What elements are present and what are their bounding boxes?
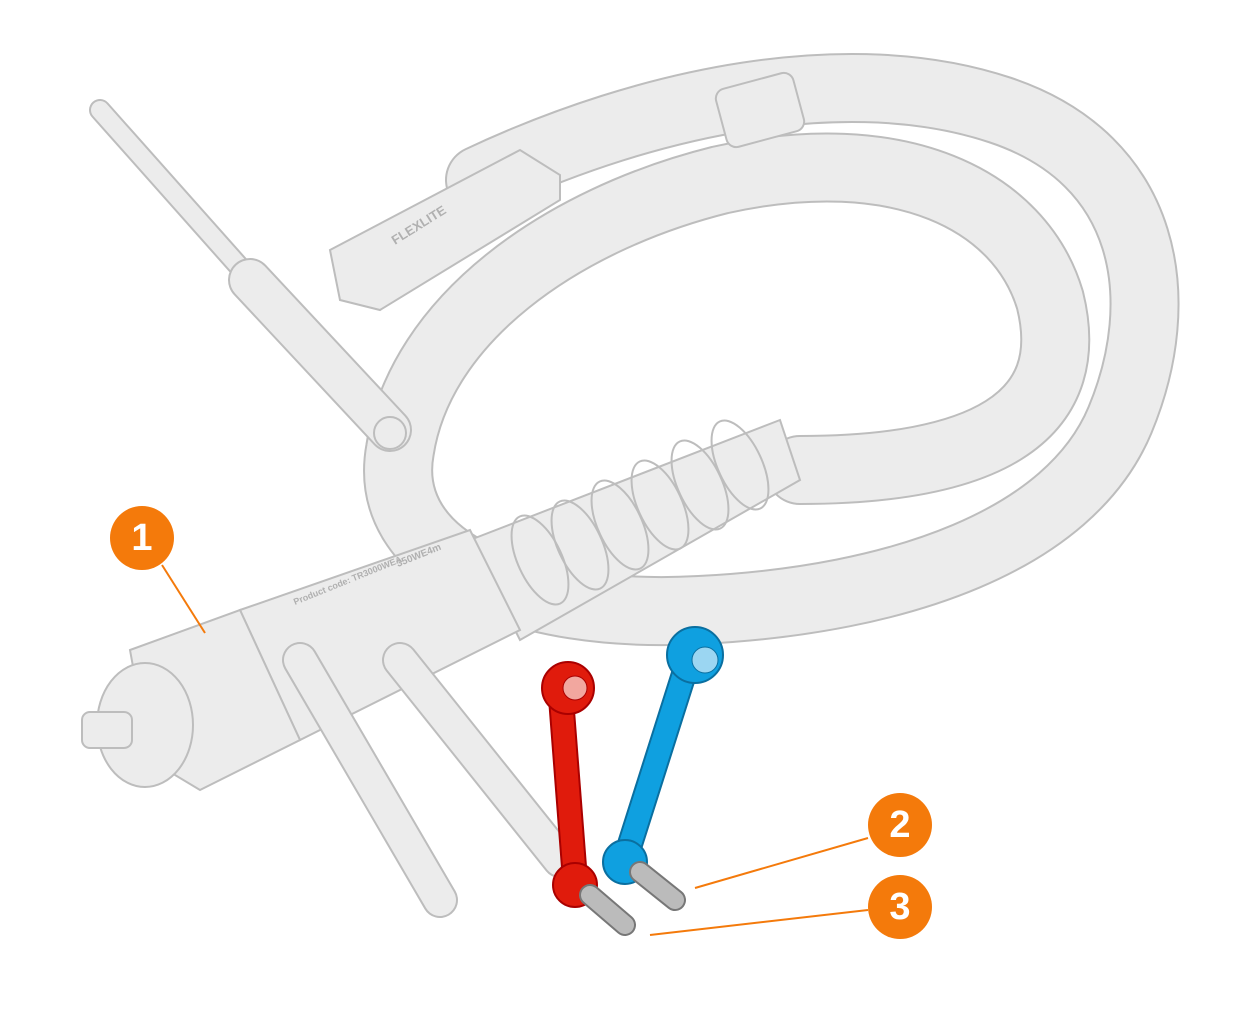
callout-3: 3 [868, 875, 932, 939]
red-fitting [541, 661, 636, 936]
callout-2: 2 [868, 793, 932, 857]
leader-line-2 [694, 837, 869, 889]
blue-fitting [602, 626, 724, 911]
connector-body: Product code: TR3000WEA 350WE4m [81, 528, 578, 918]
leader-line-3 [649, 909, 869, 936]
torch-handle: FLEXLITE [89, 71, 806, 452]
callout-1: 1 [110, 506, 174, 570]
leader-line-1 [161, 564, 206, 634]
